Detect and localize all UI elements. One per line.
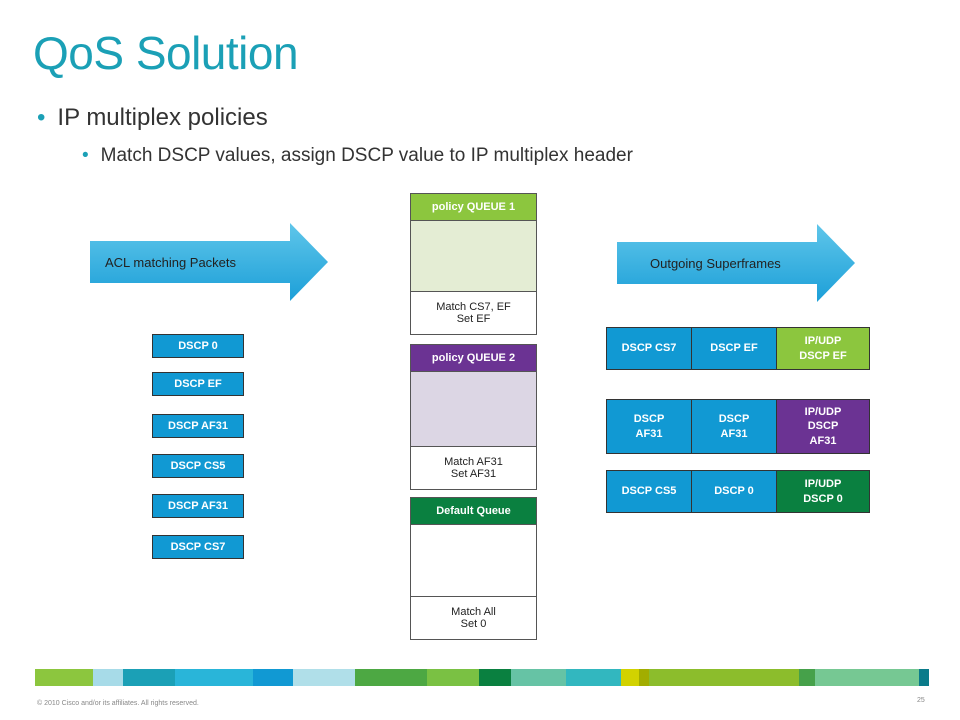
dscp-packet: DSCP CS7 [152,535,244,559]
superframes-arrow: Outgoing Superframes [615,222,859,304]
arrow-right-icon [90,223,328,301]
queue-header: Default Queue [411,498,536,524]
queue-rule: Match All Set 0 [411,597,536,639]
header-line: AF31 [809,434,837,447]
header-line: IP/UDP [804,406,842,419]
policy-queue-1: policy QUEUE 1 Match CS7, EF Set EF [410,193,537,335]
bullet-level2-text: Match DSCP values, assign DSCP value to … [100,145,633,166]
policy-queue-2: policy QUEUE 2 Match AF31 Set AF31 [410,344,537,490]
queue-header: policy QUEUE 1 [411,194,536,220]
dscp-packet: DSCP CS5 [152,454,244,478]
dscp-packet: DSCP EF [152,372,244,396]
superframes-arrow-label: Outgoing Superframes [650,255,781,271]
frame-header-ipudp: IP/UDP DSCP AF31 [777,400,869,453]
queue-match: Match All [451,606,496,618]
queue-body [411,524,536,597]
frame-cell-dscp: DSCP CS5 [607,471,692,512]
header-line: IP/UDP [804,478,842,491]
frame-cell-dscp: DSCP CS7 [607,328,692,369]
dscp-packet: DSCP 0 [152,334,244,358]
superframe-default: DSCP CS5 DSCP 0 IP/UDP DSCP 0 [606,470,870,513]
queue-set: Set 0 [460,618,487,630]
frame-cell-dscp: DSCP EF [692,328,777,369]
bullet-dot: • [82,145,89,166]
bullet-level2: • Match DSCP values, assign DSCP value to… [82,145,633,167]
queue-set: Set AF31 [450,468,497,480]
superframe-af31: DSCP AF31 DSCP AF31 IP/UDP DSCP AF31 [606,399,870,454]
queue-body [411,220,536,292]
acl-arrow-label: ACL matching Packets [105,254,237,270]
header-line: DSCP 0 [803,492,843,505]
decorative-color-stripe [35,669,929,686]
frame-cell-dscp: DSCP AF31 [607,400,692,453]
default-queue: Default Queue Match All Set 0 [410,497,537,640]
queue-rule: Match AF31 Set AF31 [411,447,536,489]
queue-match: Match AF31 [444,456,503,468]
header-line: IP/UDP [804,335,842,348]
acl-arrow: ACL matching Packets [88,221,332,303]
page-title: QoS Solution [33,27,299,79]
bullet-level1: • IP multiplex policies [37,104,268,132]
queue-set: Set EF [456,313,491,325]
dscp-packet: DSCP AF31 [152,414,244,438]
copyright: © 2010 Cisco and/or its affiliates. All … [37,700,199,707]
superframe-ef: DSCP CS7 DSCP EF IP/UDP DSCP EF [606,327,870,370]
queue-header: policy QUEUE 2 [411,345,536,371]
arrow-right-icon [617,224,855,302]
frame-header-ipudp: IP/UDP DSCP 0 [777,471,869,512]
frame-cell-dscp: DSCP 0 [692,471,777,512]
queue-rule: Match CS7, EF Set EF [411,292,536,334]
bullet-level1-text: IP multiplex policies [57,104,268,131]
header-line: DSCP [807,420,839,433]
header-line: DSCP EF [799,349,847,362]
dscp-packet: DSCP AF31 [152,494,244,518]
queue-match: Match CS7, EF [436,301,511,313]
bullet-dot: • [37,104,46,131]
frame-cell-dscp: DSCP AF31 [692,400,777,453]
frame-header-ipudp: IP/UDP DSCP EF [777,328,869,369]
queue-body [411,371,536,447]
page-number: 25 [917,697,925,704]
